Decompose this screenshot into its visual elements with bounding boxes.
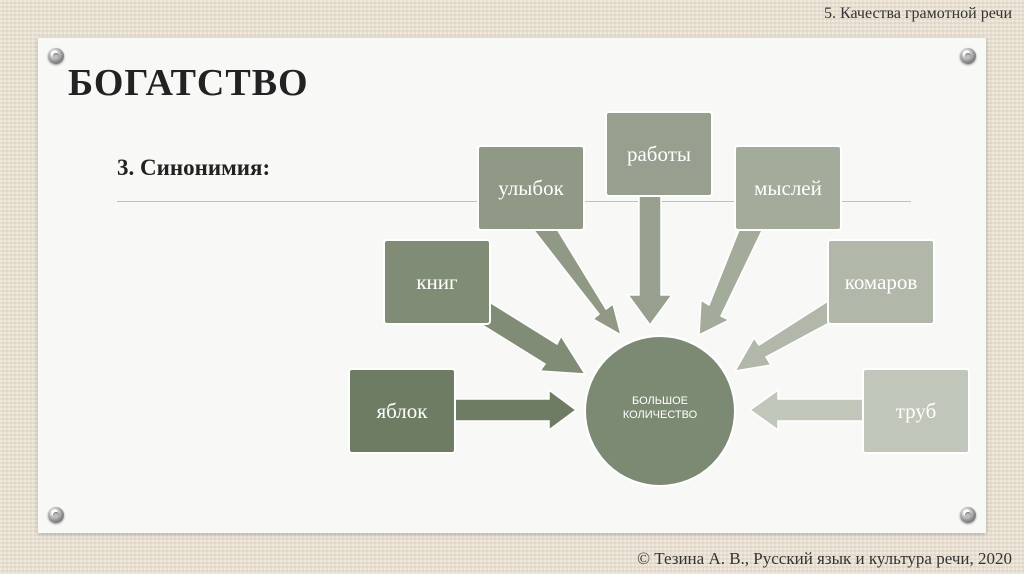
- word-box-komarov: комаров: [827, 239, 935, 325]
- word-box-mysley: мыслей: [734, 145, 842, 231]
- word-box-knig: книг: [383, 239, 491, 325]
- pin-top-right-icon: [960, 48, 976, 64]
- header-caption: 5. Качества грамотной речи: [823, 5, 1012, 22]
- word-label-yablok: яблок: [376, 398, 428, 423]
- slide-title: БОГАТСТВО: [68, 62, 309, 104]
- word-label-ulybok: улыбок: [498, 175, 564, 200]
- word-label-mysley: мыслей: [754, 175, 822, 200]
- word-label-trub: труб: [895, 398, 937, 423]
- word-box-trub: труб: [862, 368, 970, 454]
- pin-top-left-icon: [48, 48, 64, 64]
- word-label-knig: книг: [416, 269, 458, 294]
- pin-bottom-right-icon: [960, 507, 976, 523]
- center-label-line2: КОЛИЧЕСТВО: [622, 409, 698, 421]
- word-box-yablok: яблок: [348, 368, 456, 454]
- word-box-raboty: работы: [605, 111, 713, 197]
- slide-card: БОГАТСТВО 3. Синонимия: яблок книг улыбо…: [38, 38, 986, 533]
- center-label: БОЛЬШОЕ КОЛИЧЕСТВО: [584, 394, 736, 422]
- arrow-trub-icon: [748, 388, 869, 432]
- center-label-line1: БОЛЬШОЕ: [632, 395, 688, 407]
- word-label-raboty: работы: [626, 141, 691, 166]
- arrow-yablok-icon: [435, 388, 578, 432]
- slide-subtitle: 3. Синонимия:: [117, 155, 271, 180]
- footer-caption: © Тезина А. В., Русский язык и культура …: [637, 549, 1012, 568]
- pin-bottom-left-icon: [48, 507, 64, 523]
- center-circle: [584, 335, 736, 487]
- word-label-komarov: комаров: [844, 269, 918, 294]
- word-box-ulybok: улыбок: [477, 145, 585, 231]
